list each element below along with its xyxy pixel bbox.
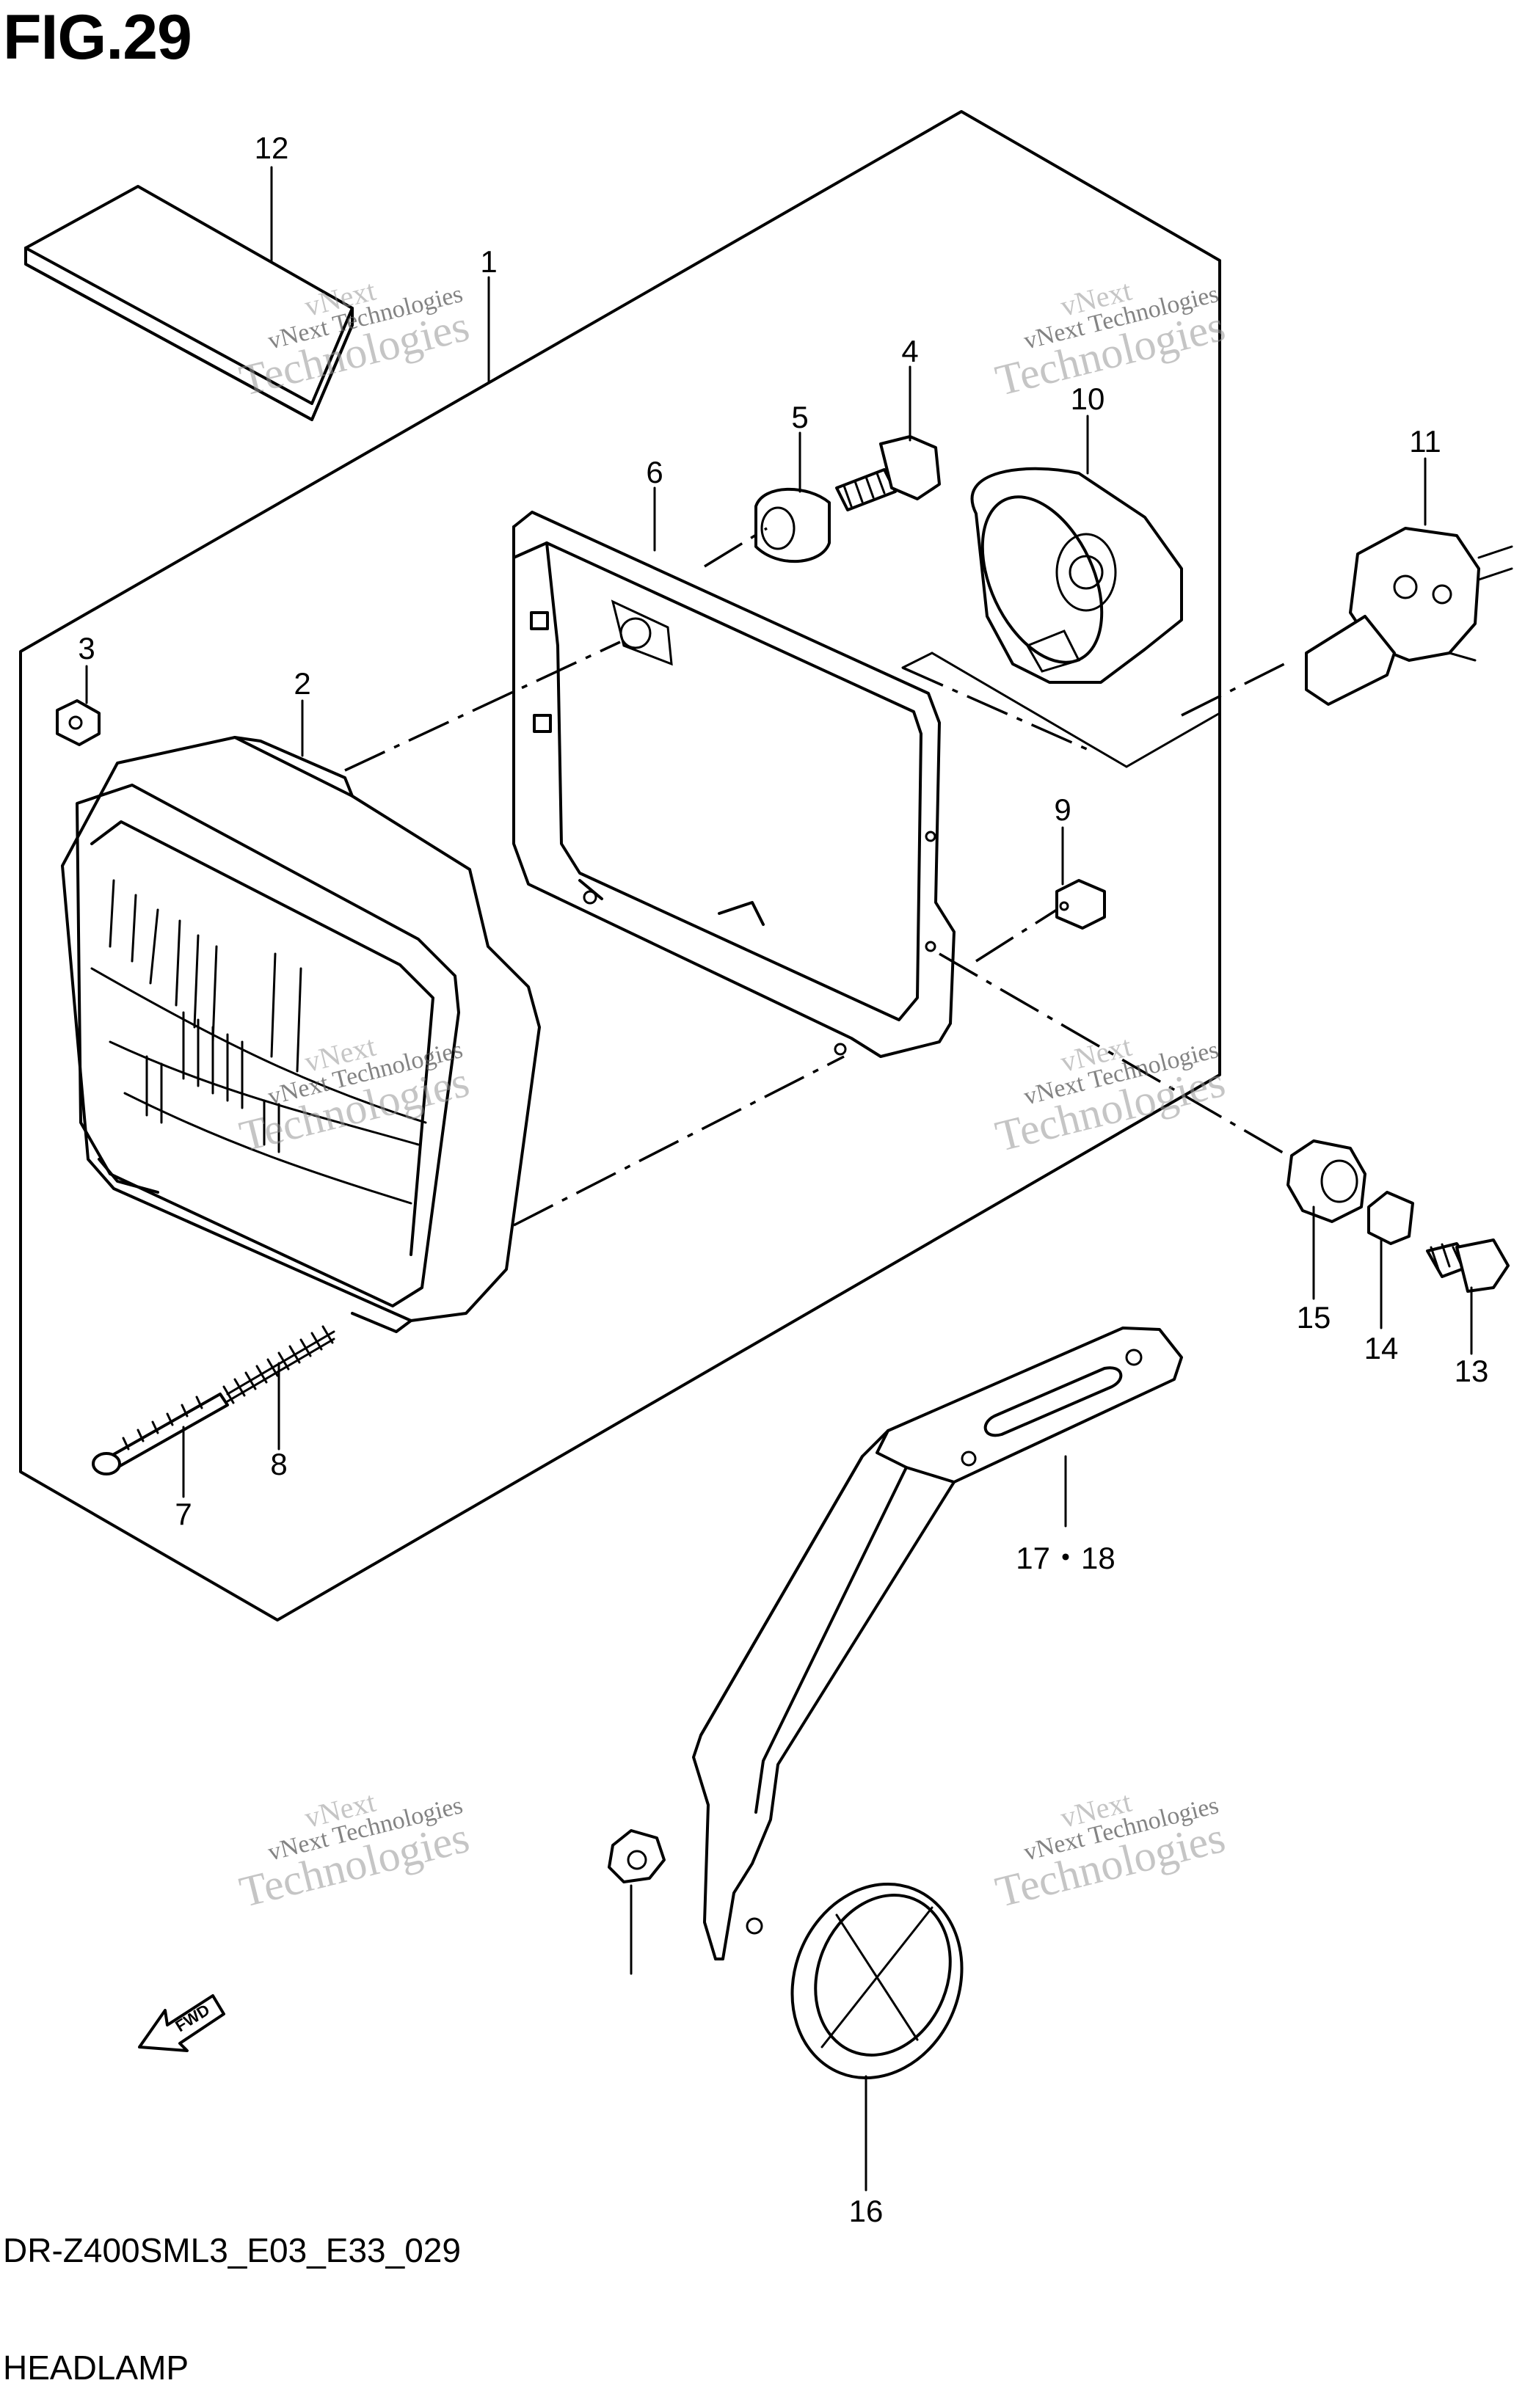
callout-14[interactable]: 14 <box>1364 1331 1399 1365</box>
callout-1[interactable]: 1 <box>480 244 498 279</box>
assembly-boundary <box>19 110 1221 1621</box>
callout-17-18[interactable]: 17・18 <box>1016 1541 1116 1575</box>
callout-2[interactable]: 2 <box>294 666 311 701</box>
assembly-line <box>704 527 768 568</box>
assembly-line <box>975 908 1058 963</box>
diagram-name: HEADLAMP <box>3 2349 189 2387</box>
diagram-code: DR-Z400SML3_E03_E33_029 <box>3 2231 461 2269</box>
fwd-arrow-icon: FWD <box>138 1994 225 2052</box>
callout-12[interactable]: 12 <box>254 131 289 165</box>
callout-7[interactable]: 7 <box>175 1497 192 1531</box>
socket-cover <box>970 467 1183 684</box>
callout-16[interactable]: 16 <box>848 2194 884 2228</box>
label-sticker <box>24 185 354 421</box>
grommet-15 <box>1286 1139 1366 1223</box>
callout-9[interactable]: 9 <box>1054 792 1071 827</box>
assembly-line <box>513 1055 845 1227</box>
reflector-16 <box>790 1882 964 2080</box>
callout-15[interactable]: 15 <box>1296 1300 1331 1335</box>
callout-13[interactable]: 13 <box>1454 1354 1489 1388</box>
speed-nut-9 <box>1055 879 1106 930</box>
adjusting-screw <box>92 1393 229 1475</box>
grommet-5 <box>754 487 831 563</box>
assembly-line <box>344 641 621 772</box>
assembly-line <box>902 666 1094 754</box>
callout-4[interactable]: 4 <box>901 334 919 368</box>
bolt-13 <box>1426 1238 1510 1293</box>
spring-8 <box>222 1325 335 1404</box>
callout-10[interactable]: 10 <box>1070 382 1105 416</box>
headlamp-bracket <box>692 1327 1183 1960</box>
callout-11[interactable]: 11 <box>1409 424 1441 459</box>
nut-19 <box>608 1829 666 1883</box>
headlamp-frame <box>512 511 956 1058</box>
collar-14 <box>1367 1191 1414 1245</box>
headlamp-bulb <box>1305 527 1513 706</box>
figure-title: FIG.29 <box>3 2 192 73</box>
callout-5[interactable]: 5 <box>791 400 809 434</box>
assembly-line <box>1181 663 1285 717</box>
callout-3[interactable]: 3 <box>78 631 95 665</box>
bolt-4 <box>835 435 941 511</box>
socket-region-outline <box>901 652 1221 768</box>
callout-8[interactable]: 8 <box>270 1447 288 1481</box>
headlamp-unit <box>61 736 541 1333</box>
nut-3 <box>56 699 101 746</box>
callout-6[interactable]: 6 <box>646 455 663 489</box>
